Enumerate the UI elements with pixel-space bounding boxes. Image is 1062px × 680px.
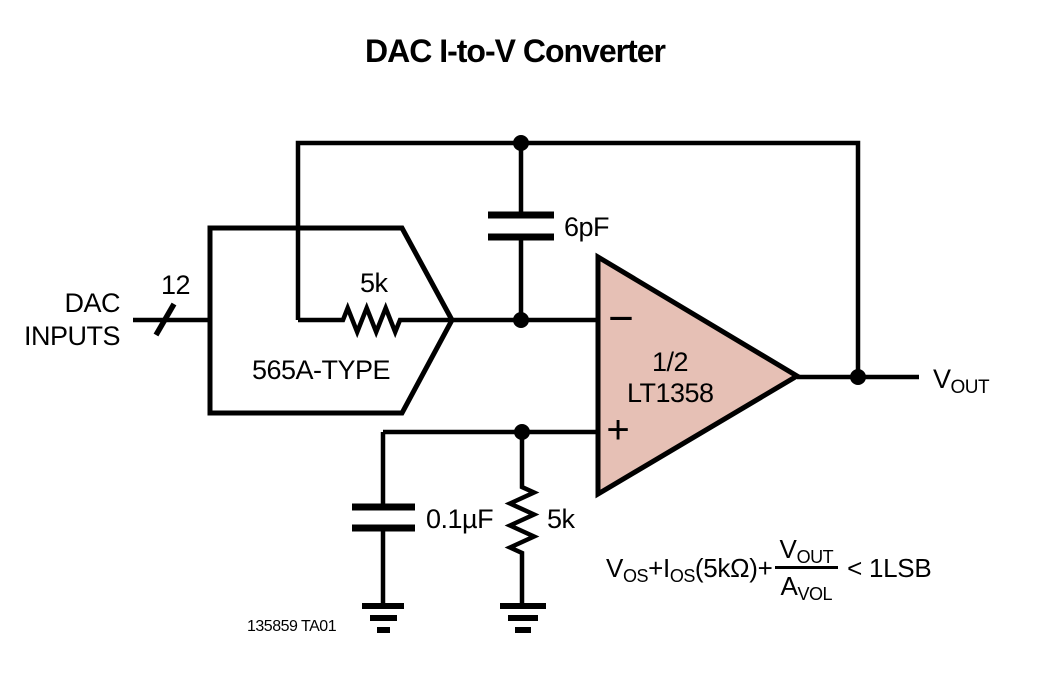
opamp-noninverting-symbol: + xyxy=(606,408,629,452)
input-resistor-5k xyxy=(504,432,540,604)
formula-limit: 1LSB xyxy=(868,552,932,583)
feedback-resistor-5k xyxy=(298,301,598,339)
dac-block-label: 565A-TYPE xyxy=(252,355,391,385)
formula-plus2: + xyxy=(757,552,773,583)
ground-symbol-right xyxy=(500,603,546,633)
part-code: 135859 TA01 xyxy=(247,618,337,635)
formula-fraction-denominator: AVOL xyxy=(780,571,833,604)
junction-dot xyxy=(514,424,530,440)
formula-plus1: + xyxy=(648,552,663,583)
junction-dots xyxy=(513,135,866,440)
vout-label-sub: OUT xyxy=(950,377,990,398)
opamp-half-label: 1/2 xyxy=(651,347,689,377)
bus-width-label: 12 xyxy=(161,270,191,300)
formula-term2-factor: (5kΩ) xyxy=(694,552,758,583)
dac-inputs-label-line1: DAC xyxy=(64,288,120,318)
vout-label-main: V xyxy=(933,364,951,394)
junction-dot xyxy=(513,312,529,328)
formula-fraction: VOUT AVOL xyxy=(774,534,839,604)
junction-dot xyxy=(513,135,529,151)
input-resistor-label: 5k xyxy=(547,504,575,534)
feedback-wire xyxy=(295,140,861,377)
formula-term2: IOS xyxy=(662,552,695,586)
feedback-cap-label: 6pF xyxy=(564,212,610,242)
capacitor-0p1uf xyxy=(352,432,415,604)
capacitor-6pf xyxy=(488,143,554,320)
formula-fraction-numerator: VOUT xyxy=(774,534,839,569)
bypass-cap-label: 0.1µF xyxy=(426,504,494,534)
feedback-resistor-label: 5k xyxy=(360,268,388,298)
vout-label: VOUT xyxy=(933,364,990,398)
opamp-inverting-symbol: − xyxy=(608,294,634,343)
formula-term1: VOS xyxy=(606,552,649,586)
schematic-title: DAC I-to-V Converter xyxy=(364,33,666,69)
error-budget-formula: VOS + IOS (5kΩ) + VOUT AVOL < 1LSB xyxy=(606,534,932,604)
bus-slash xyxy=(153,302,177,337)
dac-inputs-label: DAC INPUTS xyxy=(18,287,121,353)
opamp-part-label: LT1358 xyxy=(627,378,714,408)
ground-symbol-left xyxy=(362,603,404,633)
dac-inputs-label-line2: INPUTS xyxy=(23,321,121,351)
junction-dot xyxy=(850,369,866,385)
opamp-triangle xyxy=(595,252,802,499)
formula-comparator: < xyxy=(847,552,862,583)
